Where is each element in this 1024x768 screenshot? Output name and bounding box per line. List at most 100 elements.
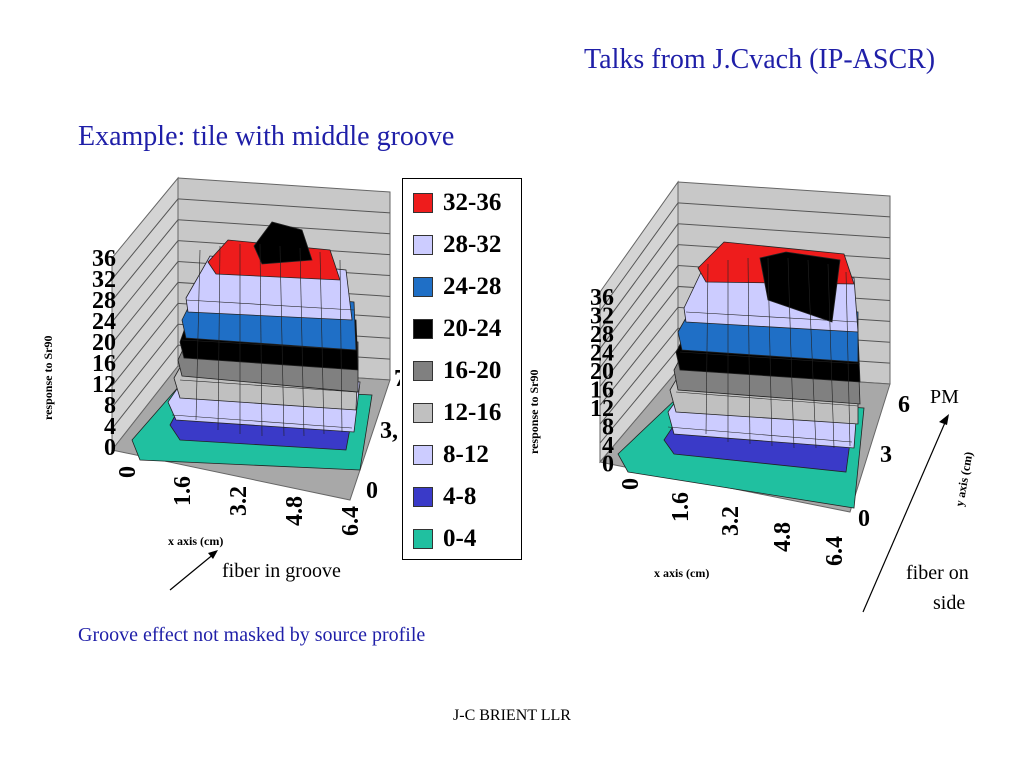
legend-swatch xyxy=(413,319,433,339)
z-tick-label: 24 xyxy=(590,341,614,367)
right-annotation-line2: side xyxy=(933,592,966,614)
wall-gridline xyxy=(599,223,891,331)
surface-mesh-line xyxy=(339,259,343,433)
right-ylabel: y axis (cm) xyxy=(952,451,975,508)
surface-mesh-line xyxy=(679,351,861,365)
y-tick-label: 3, xyxy=(380,418,398,444)
right-xlabel: x axis (cm) xyxy=(654,566,709,580)
legend-item: 28-32 xyxy=(413,227,501,263)
legend-swatch xyxy=(413,277,433,297)
z-tick-label: 12 xyxy=(92,372,116,398)
x-tick-label: 3.2 xyxy=(718,506,744,536)
right-y-tick-labels: 036 xyxy=(858,392,910,532)
left-zlabel: response to Sr90 xyxy=(41,336,55,420)
surface-mesh-line xyxy=(319,251,325,435)
surface-mesh-line xyxy=(845,271,851,447)
legend-label: 0-4 xyxy=(443,525,477,552)
legend-label: 28-32 xyxy=(443,231,502,258)
z-tick-label: 4 xyxy=(602,433,614,459)
y-tick-label: 0 xyxy=(858,506,870,532)
surface-mesh-line xyxy=(787,257,795,449)
wall-gridline xyxy=(111,219,391,301)
surface-mesh-line xyxy=(217,245,221,431)
surface-mesh-line xyxy=(675,391,859,407)
surface-mesh-line xyxy=(195,249,201,421)
legend-swatch xyxy=(413,487,433,507)
surface-mesh-line xyxy=(747,257,751,445)
surface-band xyxy=(759,251,841,323)
surface-band xyxy=(253,221,313,265)
pm-annotation: PM xyxy=(930,386,959,408)
legend-swatch xyxy=(413,361,433,381)
x-tick-label: 0 xyxy=(618,478,644,490)
x-tick-label: 1.6 xyxy=(170,476,196,506)
x-tick-label: 4.8 xyxy=(282,496,308,526)
legend-item: 0-4 xyxy=(413,521,476,557)
legend-label: 8-12 xyxy=(443,441,489,468)
legend-item: 24-28 xyxy=(413,269,501,305)
right-zlabel: response to Sr90 xyxy=(528,370,541,454)
slide-subtitle: Example: tile with middle groove xyxy=(78,121,455,152)
z-tick-label: 32 xyxy=(590,304,614,330)
z-tick-label: 20 xyxy=(92,330,116,356)
surface-mesh-line xyxy=(705,263,709,435)
legend-label: 4-8 xyxy=(443,483,477,510)
surface-mesh-line xyxy=(185,299,355,311)
surface-mesh-line xyxy=(767,257,773,447)
z-tick-label: 12 xyxy=(590,396,614,422)
x-tick-label: 6.4 xyxy=(338,506,364,536)
legend-swatch xyxy=(413,193,433,213)
surface-mesh-line xyxy=(171,414,353,429)
surface-mesh-line xyxy=(259,243,263,437)
legend-label: 20-24 xyxy=(443,315,502,342)
z-tick-label: 28 xyxy=(92,288,116,314)
z-tick-label: 0 xyxy=(104,435,116,461)
slide-footer: J-C BRIENT LLR xyxy=(453,707,571,724)
z-tick-label: 4 xyxy=(104,414,116,440)
surface-mesh-line xyxy=(279,245,285,437)
y-tick-label: 7 xyxy=(394,366,400,392)
left-surface-bands xyxy=(131,221,373,471)
z-tick-label: 36 xyxy=(590,285,614,311)
wall-gridline xyxy=(111,198,391,280)
z-tick-label: 8 xyxy=(104,393,116,419)
z-tick-label: 24 xyxy=(92,309,116,335)
z-tick-label: 28 xyxy=(590,322,614,348)
surface-mesh-line xyxy=(685,311,859,323)
legend-label: 16-20 xyxy=(443,357,502,384)
right-annotation-line1: fiber on xyxy=(906,562,969,584)
right-surface-bands xyxy=(617,241,865,509)
right-arrow xyxy=(862,414,949,613)
legend-swatch xyxy=(413,235,433,255)
z-tick-label: 8 xyxy=(602,415,614,441)
surface-mesh-line xyxy=(299,247,305,437)
z-tick-label: 20 xyxy=(590,359,614,385)
surface-mesh-line xyxy=(667,426,853,443)
z-tick-label: 16 xyxy=(590,378,614,404)
x-tick-label: 1.6 xyxy=(668,492,694,522)
z-tick-label: 0 xyxy=(602,452,614,478)
surface-mesh-line xyxy=(827,263,835,449)
slide-note: Groove effect not masked by source profi… xyxy=(78,624,426,646)
left-y-tick-labels: 03,7 xyxy=(366,366,400,504)
legend-item: 4-8 xyxy=(413,479,476,515)
surface-mesh-line xyxy=(181,339,357,351)
legend-swatch xyxy=(413,445,433,465)
legend-label: 24-28 xyxy=(443,273,502,300)
legend-swatch xyxy=(413,403,433,423)
y-tick-label: 0 xyxy=(366,478,378,504)
x-tick-label: 0 xyxy=(115,466,141,478)
left-x-tick-labels: 0 1.6 3.2 4.8 6.4 xyxy=(115,466,364,536)
legend-item: 20-24 xyxy=(413,311,501,347)
z-tick-label: 16 xyxy=(92,351,116,377)
left-xlabel: x axis (cm) xyxy=(168,534,223,548)
x-tick-label: 3.2 xyxy=(226,486,252,516)
wall-gridline xyxy=(599,202,891,312)
x-tick-label: 6.4 xyxy=(822,536,848,566)
legend-label: 12-16 xyxy=(443,399,502,426)
legend-item: 32-36 xyxy=(413,185,501,221)
legend-item: 8-12 xyxy=(413,437,489,473)
